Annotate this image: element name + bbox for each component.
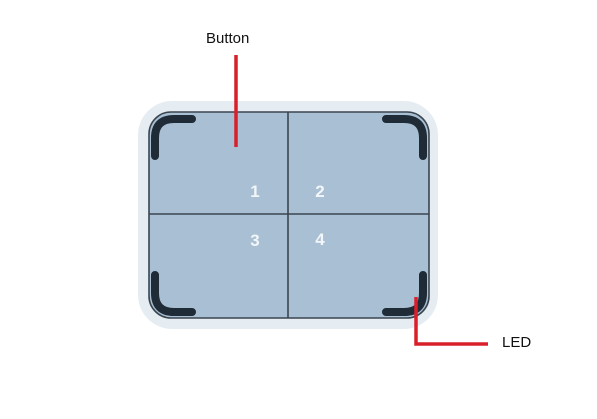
led-bracket-bottom-right [382, 271, 427, 316]
led-callout-line [414, 297, 488, 346]
led-bracket-bottom-left [151, 271, 196, 316]
led-callout-label: LED [502, 334, 532, 351]
led-bracket-top-right [382, 115, 427, 160]
key-number-3: 3 [250, 231, 259, 250]
key-panel [149, 112, 429, 318]
led-bracket-top-left [151, 115, 196, 160]
button-callout-label: Button [206, 30, 250, 47]
key-number-4: 4 [315, 230, 325, 249]
key-number-2: 2 [315, 182, 324, 201]
key-panel-border [148, 111, 430, 319]
key-number-1: 1 [250, 182, 259, 201]
